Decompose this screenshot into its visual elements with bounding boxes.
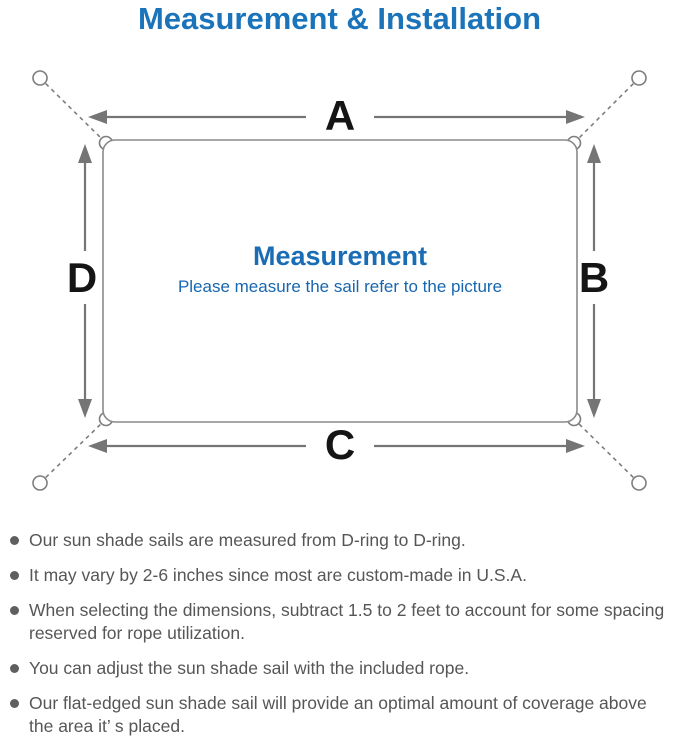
rope-dashed-line-top-right [576, 77, 640, 141]
bullet-dot-icon [10, 606, 19, 615]
bullet-dot-icon [10, 664, 19, 673]
rope-dashed-line-bottom-left [39, 421, 104, 484]
note-line: Our sun shade sails are measured from D-… [29, 530, 466, 550]
note-item: Our flat-edged sun shade sail will provi… [10, 692, 672, 738]
arrowhead-down-icon [587, 399, 601, 418]
note-line: You can adjust the sun shade sail with t… [29, 658, 470, 678]
instruction-notes: Our sun shade sails are measured from D-… [10, 529, 672, 750]
note-line: Our flat-edged sun shade sail will provi… [29, 693, 647, 713]
anchor-ring-icon-bottom-right [631, 475, 647, 491]
arrowhead-right-icon [566, 110, 585, 124]
anchor-ring-icon-bottom-left [32, 475, 48, 491]
dimension-label-d: D [66, 254, 98, 301]
measurement-note-subtitle: Please measure the sail refer to the pic… [177, 277, 503, 296]
page-title: Measurement & Installation [137, 1, 542, 36]
note-item: It may vary by 2-6 inches since most are… [10, 564, 672, 587]
dimension-arrow-a [88, 110, 585, 124]
arrowhead-up-icon [587, 144, 601, 163]
note-line: the area it’ s placed. [29, 716, 185, 736]
note-text: When selecting the dimensions, subtract … [29, 599, 664, 645]
dimension-label-a: A [324, 92, 356, 139]
note-item: You can adjust the sun shade sail with t… [10, 657, 672, 680]
dimension-label-b: B [578, 254, 610, 301]
dimension-label-c: C [324, 421, 356, 468]
note-line: When selecting the dimensions, subtract … [29, 600, 665, 620]
dimension-arrow-d [78, 144, 92, 418]
note-text: It may vary by 2-6 inches since most are… [29, 564, 527, 587]
arrowhead-left-icon [88, 439, 107, 453]
rope-dashed-line-bottom-right [576, 421, 640, 484]
rope-dashed-line-top-left [39, 77, 104, 141]
measurement-note: Measurement Please measure the sail refe… [103, 240, 577, 299]
note-text: Our sun shade sails are measured from D-… [29, 529, 466, 552]
note-item: Our sun shade sails are measured from D-… [10, 529, 672, 552]
anchor-ring-icon-top-left [32, 70, 48, 86]
arrowhead-left-icon [88, 110, 107, 124]
arrowhead-right-icon [566, 439, 585, 453]
bullet-dot-icon [10, 571, 19, 580]
note-text: You can adjust the sun shade sail with t… [29, 657, 469, 680]
dimension-arrow-b [587, 144, 601, 418]
bullet-dot-icon [10, 699, 19, 708]
arrowhead-down-icon [78, 399, 92, 418]
note-item: When selecting the dimensions, subtract … [10, 599, 672, 645]
note-line: reserved for rope utilization. [29, 623, 245, 643]
bullet-dot-icon [10, 536, 19, 545]
sail-diagram-canvas [32, 70, 647, 491]
measurement-diagram: A B C D Measurement Please measure the s… [0, 40, 679, 520]
dimension-arrow-c [88, 439, 585, 453]
note-line: It may vary by 2-6 inches since most are… [29, 565, 527, 585]
note-text: Our flat-edged sun shade sail will provi… [29, 692, 647, 738]
sail-outline [102, 139, 578, 423]
arrowhead-up-icon [78, 144, 92, 163]
anchor-ring-icon-top-right [631, 70, 647, 86]
measurement-note-title: Measurement [252, 241, 428, 271]
